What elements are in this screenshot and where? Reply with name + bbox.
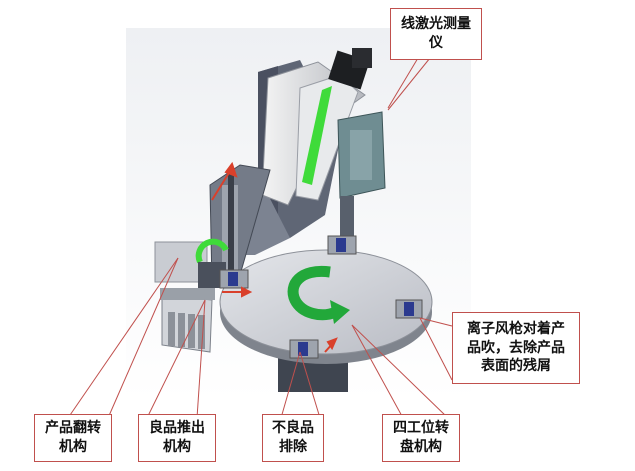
laser-meter-label: 线激光测量仪	[390, 8, 482, 60]
turntable-label: 四工位转 盘机构	[382, 414, 460, 462]
clockwise-rotation-arrow-icon	[287, 265, 350, 324]
flip-mechanism-label: 产品翻转 机构	[34, 414, 112, 462]
ionizer-label: 离子风枪对着产 品吹，去除产品 表面的残屑	[452, 312, 580, 384]
reject-label: 不良品 排除	[262, 414, 324, 462]
good-push-label: 良品推出 机构	[138, 414, 216, 462]
fixture-top	[327, 235, 357, 255]
fixture-left	[219, 269, 249, 289]
laser-meter-assembly	[261, 48, 386, 236]
red-motion-arrow-icon	[211, 161, 338, 353]
fixture-right	[395, 299, 423, 319]
good-push-mechanism	[160, 288, 215, 353]
leader-lines	[67, 57, 453, 419]
fixture-bottom	[289, 339, 319, 359]
